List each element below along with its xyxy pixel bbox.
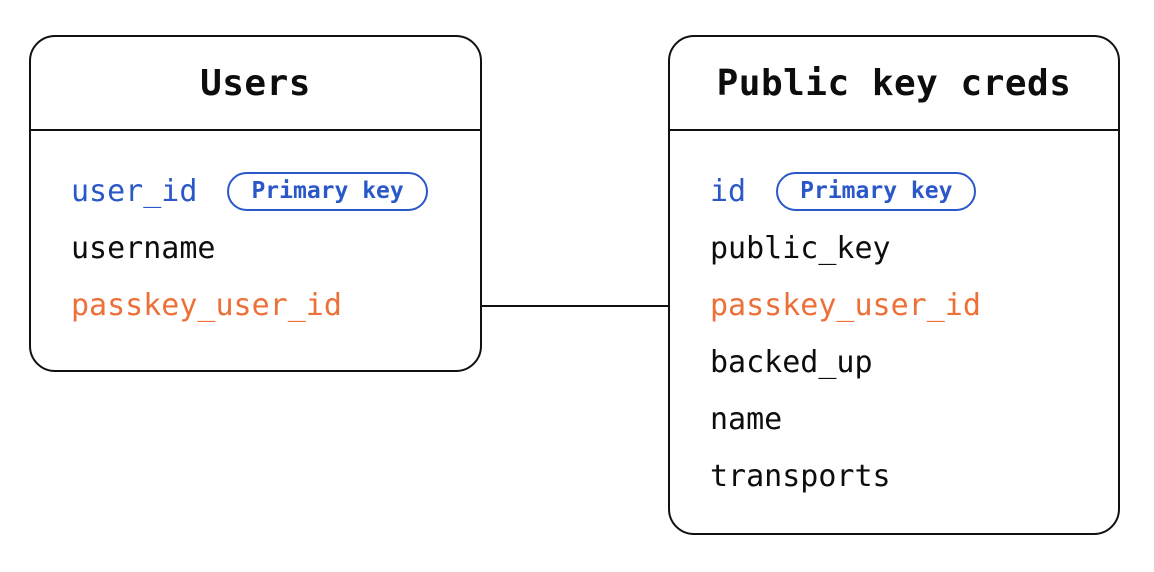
table-title-users: Users — [31, 37, 480, 131]
field-row: name — [710, 391, 1118, 448]
table-users-fields: user_id Primary key username passkey_user_i… — [31, 131, 480, 334]
field-row: backed_up — [710, 334, 1118, 391]
field-name-public_key: public_key — [710, 231, 891, 266]
table-public-key-creds: Public key creds id Primary key public_key… — [668, 35, 1120, 535]
field-row: public_key — [710, 220, 1118, 277]
field-name-id: id — [710, 174, 747, 209]
field-row: transports — [710, 448, 1118, 505]
field-row: id Primary key — [710, 163, 1118, 220]
field-name-transports: transports — [710, 459, 891, 494]
primary-key-badge: Primary key — [227, 171, 428, 212]
table-users: Users user_id Primary key username passkey_… — [29, 35, 482, 372]
primary-key-badge: Primary key — [776, 171, 977, 212]
field-name-passkey_user_id: passkey_user_id — [710, 288, 981, 323]
table-title-public-key-creds: Public key creds — [670, 37, 1118, 131]
field-row: username — [71, 220, 480, 277]
field-name-username: username — [71, 231, 216, 266]
field-name-backed_up: backed_up — [710, 345, 873, 380]
field-name-name: name — [710, 402, 783, 437]
field-name-passkey_user_id: passkey_user_id — [71, 288, 342, 323]
relationship-connector-line — [481, 305, 669, 307]
field-row: passkey_user_id — [71, 277, 480, 334]
field-row: user_id Primary key — [71, 163, 480, 220]
field-name-user_id: user_id — [71, 174, 198, 209]
field-row: passkey_user_id — [710, 277, 1118, 334]
